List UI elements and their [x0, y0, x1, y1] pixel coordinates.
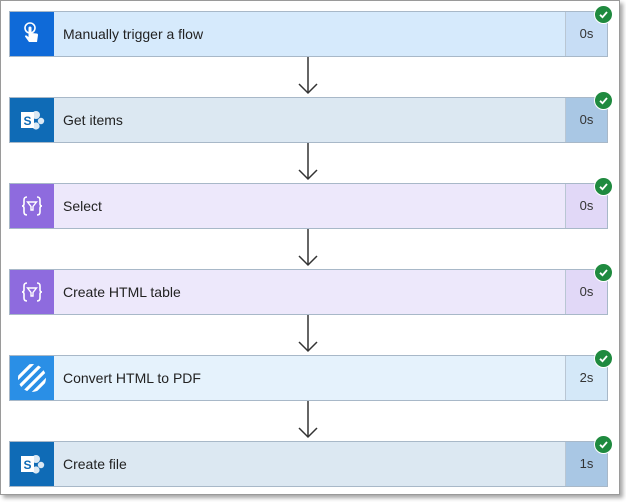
- step-duration: 0s: [565, 12, 607, 56]
- hand-touch-icon: [10, 12, 54, 56]
- step-get-items[interactable]: S Get items 0s: [9, 91, 613, 143]
- step-create-html-table[interactable]: Create HTML table 0s: [9, 263, 613, 315]
- striped-logo-icon: [10, 356, 54, 400]
- sharepoint-icon: S: [10, 442, 54, 486]
- data-operation-icon: [10, 184, 54, 228]
- success-check-icon: [594, 349, 613, 368]
- connector-arrow: [298, 229, 318, 267]
- step-manually-trigger-a-flow[interactable]: Manually trigger a flow 0s: [9, 5, 613, 57]
- connector-arrow: [298, 315, 318, 353]
- flow-run-panel: Manually trigger a flow 0s S Get items 0…: [0, 0, 620, 495]
- connector-arrow: [298, 143, 318, 181]
- step-label: Create HTML table: [63, 284, 181, 300]
- step-label: Select: [63, 198, 102, 214]
- step-label: Get items: [63, 112, 123, 128]
- svg-text:S: S: [23, 114, 31, 128]
- step-label: Create file: [63, 456, 127, 472]
- success-check-icon: [594, 263, 613, 282]
- step-create-file[interactable]: S Create file 1s: [9, 435, 613, 487]
- step-label: Convert HTML to PDF: [63, 370, 201, 386]
- connector-arrow: [298, 57, 318, 95]
- data-operation-icon: [10, 270, 54, 314]
- step-label: Manually trigger a flow: [63, 26, 204, 42]
- sharepoint-icon: S: [10, 98, 54, 142]
- success-check-icon: [594, 435, 613, 454]
- connector-arrow: [298, 401, 318, 439]
- svg-text:S: S: [23, 458, 31, 472]
- success-check-icon: [594, 91, 613, 110]
- step-convert-html-to-pdf[interactable]: Convert HTML to PDF 2s: [9, 349, 613, 401]
- success-check-icon: [594, 5, 613, 24]
- step-select[interactable]: Select 0s: [9, 177, 613, 229]
- success-check-icon: [594, 177, 613, 196]
